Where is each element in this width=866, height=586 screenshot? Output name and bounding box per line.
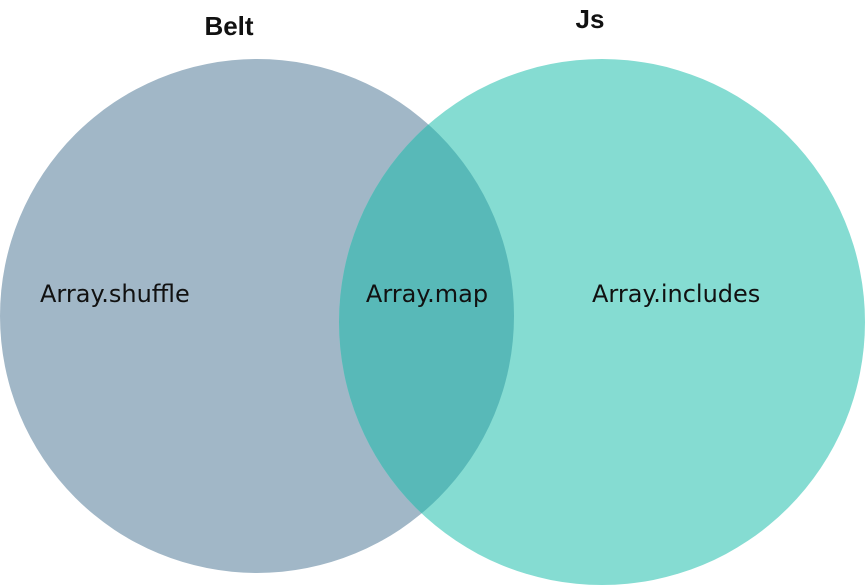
item-js-only: Array.includes	[592, 280, 760, 308]
intersection-region	[339, 59, 514, 573]
item-intersection: Array.map	[366, 280, 488, 308]
set-title-js: Js	[576, 4, 605, 34]
item-belt-only: Array.shuffle	[40, 280, 190, 308]
set-title-belt: Belt	[204, 11, 253, 41]
